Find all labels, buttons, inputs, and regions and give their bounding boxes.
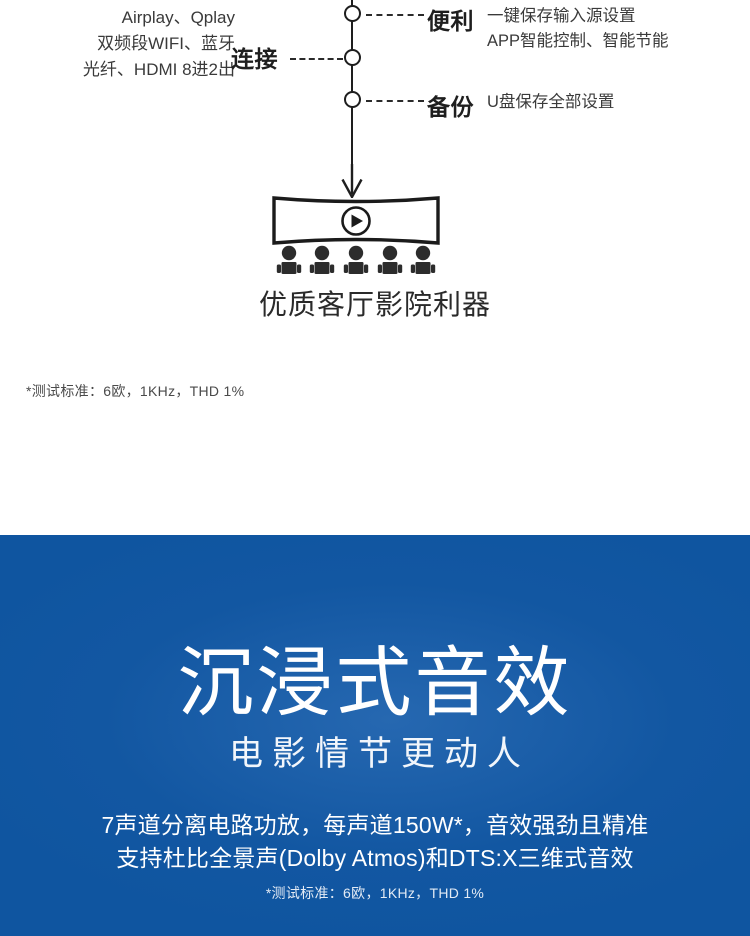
cinema-caption: 优质客厅影院利器 [258, 289, 491, 320]
timeline-connector-3 [366, 99, 424, 102]
feature-item-convenience: 便利 一键保存输入源设置 APP智能控制、智能节能 [427, 2, 669, 54]
features-white-section: Airplay、Qplay 双频段WIFI、蓝牙 光纤、HDMI 8进2出 连接… [20, 0, 669, 399]
connectivity-spec-line-1: Airplay、Qplay [121, 8, 235, 27]
blue-section-subheading: 电影情节更动人 [229, 735, 530, 773]
arrow-down-icon [340, 164, 364, 200]
connectivity-spec-list: Airplay、Qplay 双频段WIFI、蓝牙 光纤、HDMI 8进2出 [20, 5, 235, 83]
cinema-screen-audience-icon [270, 195, 442, 275]
timeline-node-3 [343, 91, 361, 108]
feature-description: 一键保存输入源设置 APP智能控制、智能节能 [487, 2, 669, 54]
immersive-audio-blue-section: 沉浸式音效 电影情节更动人 7声道分离电路功放，每声道150W*，音效强劲且精准… [0, 535, 750, 936]
connect-label: 连接 [231, 46, 278, 72]
timeline-node-2 [343, 49, 361, 66]
timeline-connector-2 [290, 57, 343, 60]
feature-desc-line-2: APP智能控制、智能节能 [487, 32, 669, 50]
white-section-footnote: *测试标准：6欧，1KHz，THD 1% [26, 383, 245, 399]
feature-title: 便利 [427, 8, 474, 34]
feature-title: 备份 [427, 94, 474, 120]
timeline-node-1 [343, 5, 361, 22]
feature-desc-line-1: U盘保存全部设置 [487, 93, 615, 111]
feature-description: U盘保存全部设置 [487, 88, 614, 115]
blue-body-line-2: 支持杜比全景声(Dolby Atmos)和DTS:X三维式音效 [116, 845, 634, 871]
timeline-vertical-line [351, 0, 353, 170]
blue-section-body: 7声道分离电路功放，每声道150W*，音效强劲且精准 支持杜比全景声(Dolby… [0, 809, 750, 875]
blue-section-footnote: *测试标准：6欧，1KHz，THD 1% [265, 885, 485, 901]
feature-item-backup: 备份 U盘保存全部设置 [427, 88, 614, 122]
feature-desc-line-1: 一键保存输入源设置 [487, 7, 636, 25]
connectivity-spec-line-2: 双频段WIFI、蓝牙 [97, 34, 235, 53]
connectivity-spec-line-3: 光纤、HDMI 8进2出 [82, 60, 235, 79]
timeline-connector-1 [366, 13, 424, 16]
blue-body-line-1: 7声道分离电路功放，每声道150W*，音效强劲且精准 [101, 812, 649, 838]
blue-section-heading: 沉浸式音效 [177, 641, 573, 726]
